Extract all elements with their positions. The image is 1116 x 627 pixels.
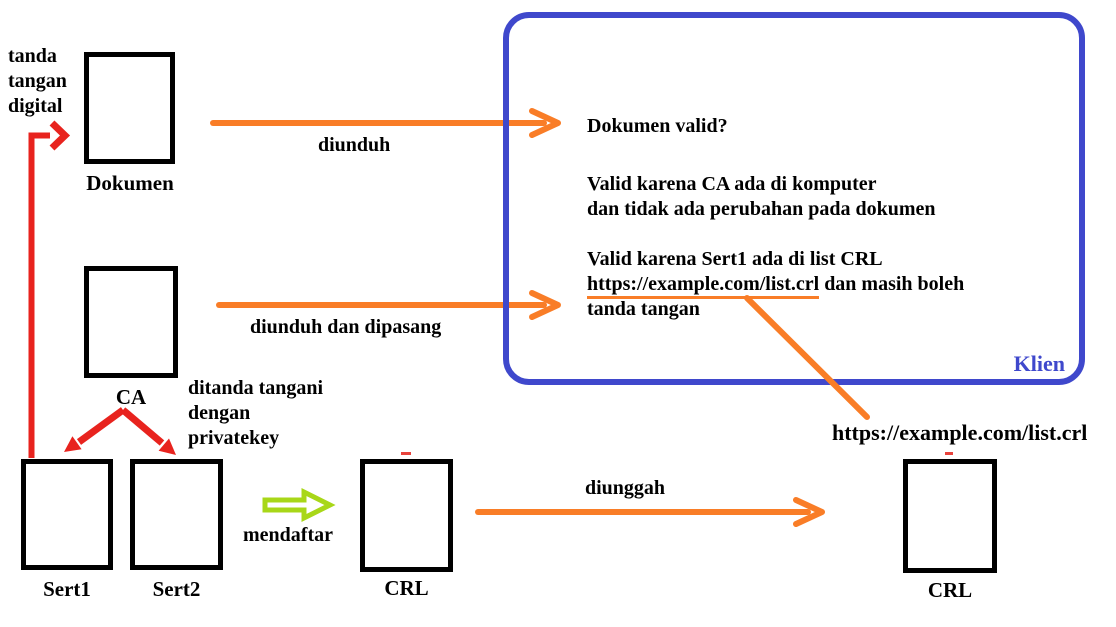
sert2-label: Sert2: [152, 577, 201, 601]
client-reason-ca: Valid karena CA ada di komputer dan tida…: [587, 172, 935, 222]
red-dash-mark-server: [401, 452, 411, 455]
signed-with-note: ditanda tangani dengan privatekey: [188, 376, 323, 451]
signed-with-note-line3: privatekey: [188, 427, 280, 449]
client-boundary-box: Klien: [503, 12, 1085, 385]
mendaftar-arrow-label: mendaftar: [243, 524, 333, 546]
mendaftar-arrow: [262, 487, 336, 523]
diunduh-dipasang-arrow-label: diunduh dan dipasang: [250, 316, 442, 338]
diunduh-arrow-label: diunduh: [318, 134, 391, 156]
sert2-box: [130, 459, 223, 570]
sert1-label: Sert1: [43, 577, 91, 601]
crl-url-caption: https://example.com/list.crl: [832, 420, 1088, 445]
crl-server-box: [360, 459, 453, 572]
digital-signature-note-line1: tanda: [8, 45, 57, 67]
diunggah-arrow-label: diunggah: [585, 477, 666, 499]
client-reason-ca-line2: dan tidak ada perubahan pada dokumen: [587, 198, 936, 220]
ca-box: [84, 266, 178, 378]
client-reason-crl-line1: Valid karena Sert1 ada di list CRL: [587, 248, 883, 270]
client-reason-crl-line2: https://example.com/list.crl dan masih b…: [587, 272, 965, 299]
crl-server-label: CRL: [384, 576, 429, 600]
sert1-box: [21, 459, 113, 570]
client-reason-crl-line3: tanda tangan: [587, 298, 700, 320]
dokumen-box: [84, 52, 175, 164]
diunduh-arrow: [210, 108, 561, 138]
signed-with-note-line2: dengan: [188, 402, 251, 424]
diunduh-dipasang-arrow: [216, 290, 561, 320]
diunggah-arrow: [475, 497, 825, 527]
signed-with-note-line1: ditanda tangani: [188, 377, 324, 399]
client-reason-ca-line1: Valid karena CA ada di komputer: [587, 173, 877, 195]
crl-client-box: [903, 459, 997, 573]
crl-url-link-text: https://example.com/list.crl: [587, 273, 820, 299]
dokumen-label: Dokumen: [86, 171, 174, 195]
digital-signature-note: tanda tangan digital: [8, 44, 67, 119]
client-question: Dokumen valid?: [587, 115, 728, 137]
ca-label: CA: [115, 385, 147, 409]
ca-signs-certs-arrows: [64, 407, 176, 455]
client-reason-crl-line2-rest: dan masih boleh: [819, 273, 965, 295]
client-label: Klien: [1013, 351, 1065, 376]
red-dash-mark-client: [945, 452, 953, 455]
digital-signature-note-line2: tangan: [8, 70, 67, 92]
url-pointer-line: [744, 295, 870, 420]
client-reason-crl: Valid karena Sert1 ada di list CRL https…: [587, 247, 964, 322]
crl-client-label: CRL: [927, 578, 973, 602]
signature-elbow-arrow: [28, 120, 71, 458]
digital-signature-note-line3: digital: [8, 95, 63, 117]
